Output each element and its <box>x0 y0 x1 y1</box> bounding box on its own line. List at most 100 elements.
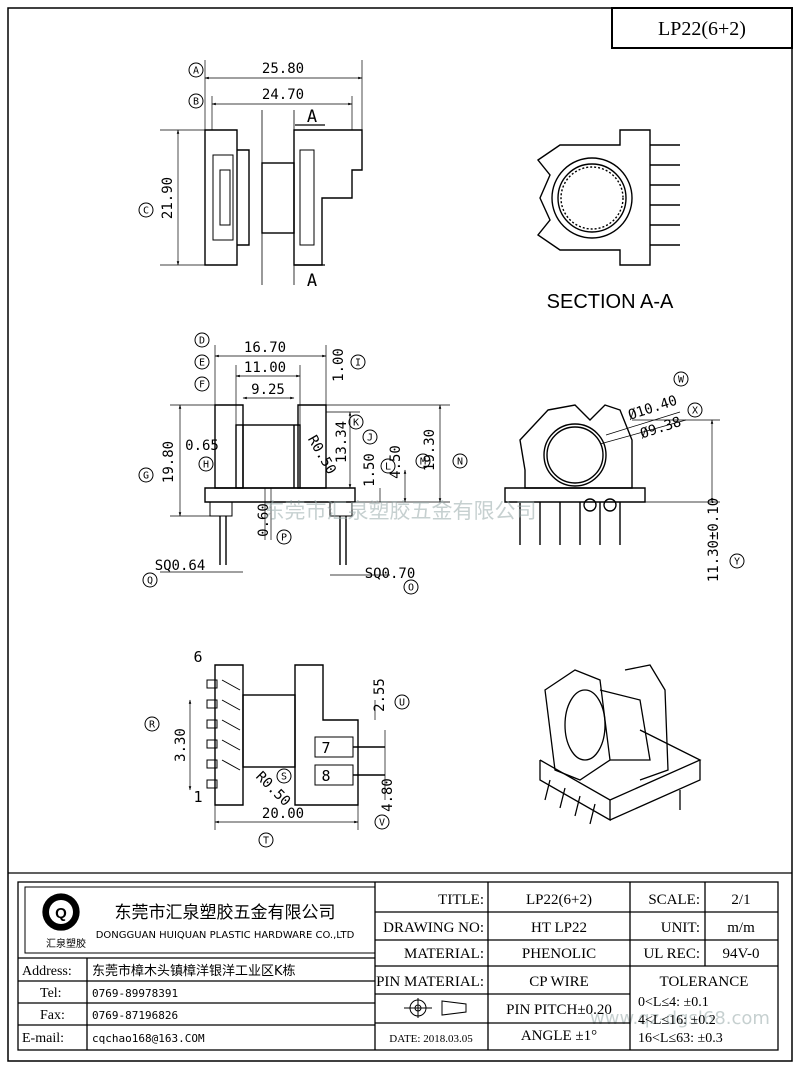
ul-rec-value: 94V-0 <box>723 946 760 962</box>
pin-material-value: CP WIRE <box>529 974 589 990</box>
company-name-cn: 东莞市汇泉塑胶五金有限公司 <box>115 903 336 923</box>
dim-0-60: 0.60 <box>256 503 272 537</box>
tolerance-row-2: 4<L≤16: ±0.2 <box>638 1013 716 1028</box>
address-value: 东莞市樟木头镇樟洋银洋工业区K栋 <box>92 963 296 979</box>
scale-label: SCALE: <box>648 892 700 908</box>
callout-circle-c <box>138 202 154 218</box>
callout-circle-p <box>276 529 292 545</box>
pin-6-label: 6 <box>193 648 202 666</box>
callout-label-h: H <box>203 460 209 471</box>
section-title: SECTION A-A <box>547 291 674 313</box>
title-label: TITLE: <box>438 892 484 908</box>
top-view <box>160 60 363 285</box>
side-view <box>504 404 720 545</box>
callout-label-k: K <box>353 418 359 429</box>
pin-1-label: 1 <box>193 788 202 806</box>
callout-label-e: E <box>199 358 205 369</box>
watermark-url: www.qz-dgsl68.com <box>590 1008 770 1029</box>
unit-label: UNIT: <box>661 920 700 936</box>
bottom-view <box>188 664 386 830</box>
section-arrow-bottom: A <box>307 271 317 291</box>
ul-rec-label: UL REC: <box>643 946 700 962</box>
dim-sq0-70: SQ0.70 <box>365 566 416 582</box>
callout-label-o: O <box>408 583 414 594</box>
callout-circle-r <box>144 716 160 732</box>
dim-16-70: 16.70 <box>244 340 286 356</box>
callout-circle-l <box>380 458 396 474</box>
callout-circle-e <box>194 354 210 370</box>
callout-label-j: J <box>367 433 373 444</box>
callout-label-d: D <box>199 336 205 347</box>
dim-r0-50-bottom: R0.50 <box>252 769 293 810</box>
callout-label-a: A <box>193 66 199 77</box>
email-label: E-mail: <box>22 1031 64 1046</box>
material-label: MATERIAL: <box>404 946 484 962</box>
drawing-no-value: HT LP22 <box>531 920 587 936</box>
section-view <box>536 129 680 266</box>
part-code-label: LP22(6+2) <box>658 18 746 40</box>
dim-11-30: 11.30±0.10 <box>706 498 722 582</box>
section-arrow-top: A <box>307 107 317 127</box>
callout-label-q: Q <box>147 576 153 587</box>
callout-label-l: L <box>385 462 391 473</box>
callout-label-n: N <box>457 457 463 468</box>
callout-circle-u <box>394 694 410 710</box>
callout-circle-x <box>687 402 703 418</box>
callout-label-x: X <box>692 406 698 417</box>
address-label: Address: <box>22 964 72 979</box>
callout-circle-h <box>198 456 214 472</box>
callout-circle-o <box>403 579 419 595</box>
pin-pitch-value: PIN PITCH±0.20 <box>506 1002 612 1018</box>
material-value: PHENOLIC <box>522 946 596 962</box>
tolerance-row-3: 16<L≤63: ±0.3 <box>638 1031 723 1046</box>
pin-7-label: 7 <box>321 739 330 757</box>
callout-label-t: T <box>263 836 269 847</box>
dim-3-30: 3.30 <box>173 728 189 762</box>
watermark-cn: 东莞市汇泉塑胶五金有限公司 <box>264 499 537 523</box>
callout-circle-s <box>276 768 292 784</box>
callout-circle-t <box>258 832 274 848</box>
drawing-no-label: DRAWING NO: <box>383 920 484 936</box>
callout-label-b: B <box>193 97 199 108</box>
callout-circle-q <box>142 572 158 588</box>
callout-label-m: M <box>420 457 426 468</box>
dim-9-25: 9.25 <box>251 382 285 398</box>
callout-label-i: I <box>355 358 361 369</box>
dim-20-00: 20.00 <box>262 806 304 822</box>
tel-label: Tel: <box>40 986 62 1001</box>
dim-1-50: 1.50 <box>362 453 378 487</box>
callout-label-u: U <box>399 698 405 709</box>
tel-value: 0769-89978391 <box>92 987 178 1000</box>
callout-circle-g <box>138 467 154 483</box>
callout-label-y: Y <box>734 557 740 568</box>
callout-label-c: C <box>143 206 149 217</box>
isometric-view <box>539 664 702 825</box>
dim-1-00: 1.00 <box>331 348 347 382</box>
callout-circle-m <box>415 453 431 469</box>
dim-13-34: 13.34 <box>334 421 350 463</box>
callout-label-s: S <box>281 772 287 783</box>
projection-symbol-icon <box>404 998 467 1018</box>
fax-label: Fax: <box>40 1008 65 1023</box>
callout-label-w: W <box>678 375 685 386</box>
title-block <box>8 872 792 1051</box>
callout-circle-b <box>188 93 204 109</box>
callout-circle-d <box>194 332 210 348</box>
tolerance-row-1: 0<L≤4: ±0.1 <box>638 995 709 1010</box>
unit-value: m/m <box>727 920 755 936</box>
callout-circle-j <box>362 429 378 445</box>
dim-11-00: 11.00 <box>244 360 286 376</box>
callout-circle-v <box>374 814 390 830</box>
dim-24-70: 24.70 <box>262 87 304 103</box>
callout-circle-k <box>348 414 364 430</box>
callout-label-p: P <box>281 533 287 544</box>
callout-circle-a <box>188 62 204 78</box>
dim-19-30: 19.30 <box>422 429 438 471</box>
scale-value: 2/1 <box>731 892 750 908</box>
callout-circle-w <box>673 371 689 387</box>
dim-25-80: 25.80 <box>262 61 304 77</box>
callout-label-f: F <box>199 380 205 391</box>
logo-q-icon: Q <box>55 905 67 922</box>
